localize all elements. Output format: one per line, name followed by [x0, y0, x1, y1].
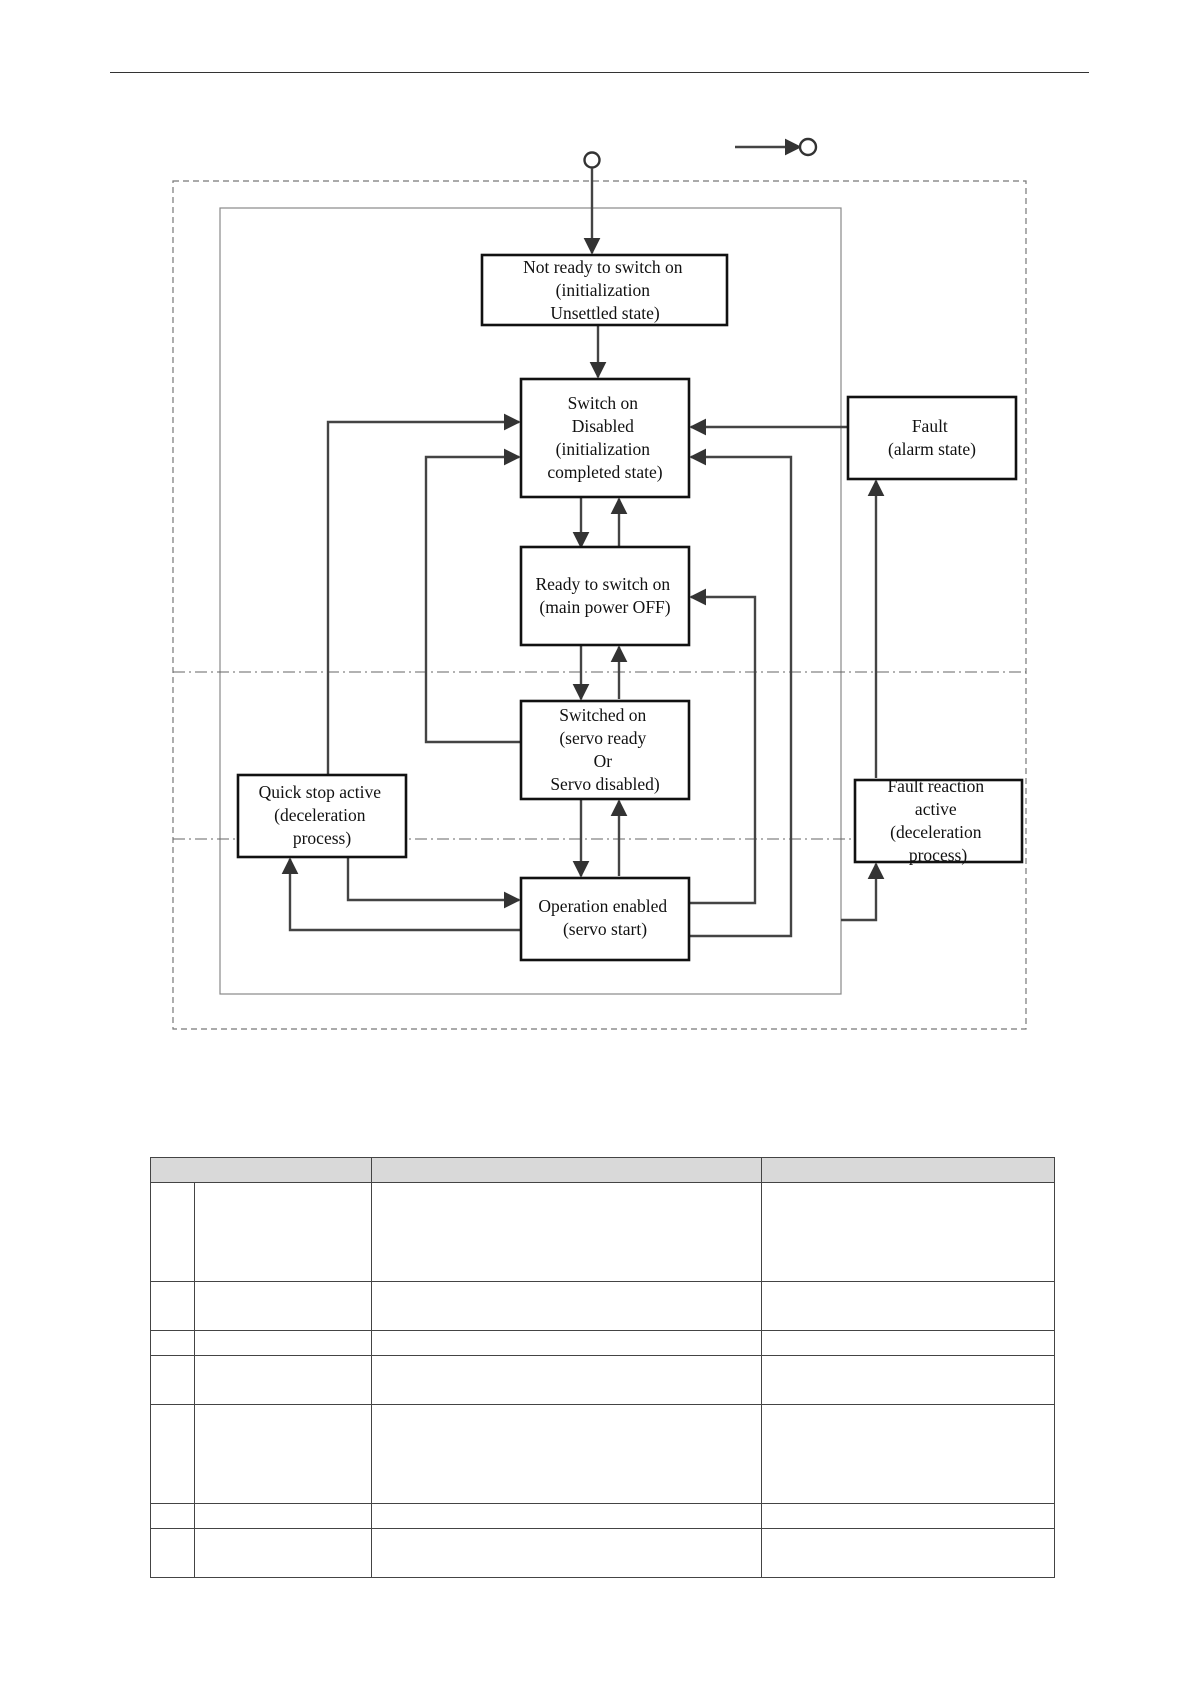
state-quick-stop-box — [236, 773, 408, 859]
table-cell — [761, 1330, 1055, 1356]
header-rule — [110, 72, 1089, 73]
table-cell — [371, 1281, 762, 1331]
table-cell — [371, 1182, 762, 1282]
transition-quick-stop-to-enabled — [346, 857, 521, 909]
table-cell — [194, 1503, 372, 1529]
table-cell — [761, 1503, 1055, 1529]
table-cell — [371, 1404, 762, 1504]
table-cell — [371, 1330, 762, 1356]
state-ready-to-switch-on-label: Ready to switch on (main power OFF) — [535, 574, 674, 617]
state-switched-on-box — [519, 699, 691, 801]
legend-circle-icon — [798, 137, 818, 157]
table-cell — [761, 1281, 1055, 1331]
table-cell — [371, 1355, 762, 1405]
state-not-ready-label: Not ready to switch on (initialization U… — [523, 257, 687, 323]
table-cell — [371, 1528, 762, 1578]
transition-to-fault-reaction — [841, 862, 885, 922]
transition-quick-stop-to-disabled — [326, 413, 521, 775]
table-cell — [761, 1355, 1055, 1405]
table-header-cell — [371, 1157, 762, 1183]
state-ready-to-switch-on-box — [519, 545, 691, 647]
table-cell — [371, 1503, 762, 1529]
start-point-icon — [583, 151, 601, 169]
table-row — [150, 1281, 1055, 1331]
state-switched-on-label: Switched on (servo ready Or Servo disabl… — [550, 705, 660, 794]
table-cell — [150, 1182, 195, 1282]
table-cell — [194, 1281, 372, 1331]
inner-region — [219, 207, 842, 995]
state-fault-label: Fault (alarm state) — [888, 416, 976, 459]
state-fault-box — [846, 395, 1018, 481]
table-row — [150, 1355, 1055, 1405]
table-cell — [150, 1281, 195, 1331]
table-cell — [150, 1503, 195, 1529]
table-cell — [194, 1528, 372, 1578]
state-not-ready-box — [480, 253, 729, 327]
table-row — [150, 1404, 1055, 1504]
table-cell — [150, 1404, 195, 1504]
transition-enabled-to-quick-stop — [281, 857, 521, 932]
table-row — [150, 1182, 1055, 1282]
table-cell — [194, 1182, 372, 1282]
state-switch-on-disabled-label: Switch on Disabled (initialization compl… — [547, 393, 662, 482]
transition-enabled-to-disabled — [689, 448, 793, 938]
table-header-cell — [150, 1157, 372, 1183]
table-cell — [150, 1355, 195, 1405]
table-header-cell — [761, 1157, 1055, 1183]
table-cell — [150, 1528, 195, 1578]
table-cell — [194, 1330, 372, 1356]
transition-enabled-to-ready — [689, 588, 757, 905]
table-cell — [150, 1330, 195, 1356]
table-cell — [194, 1404, 372, 1504]
state-fault-reaction-box — [853, 778, 1024, 864]
table-header-row — [150, 1157, 1055, 1183]
transition-switched-on-to-disabled — [424, 448, 521, 744]
status-table — [150, 1157, 1055, 1578]
table-cell — [761, 1528, 1055, 1578]
state-operation-enabled-box — [519, 876, 691, 962]
table-row — [150, 1330, 1055, 1356]
table-row — [150, 1528, 1055, 1578]
table-row — [150, 1503, 1055, 1529]
state-fault-reaction-label: Fault reaction active (deceleration proc… — [887, 776, 988, 865]
state-operation-enabled-label: Operation enabled (servo start) — [538, 896, 671, 939]
table-cell — [761, 1404, 1055, 1504]
table-cell — [194, 1355, 372, 1405]
state-switch-on-disabled-box — [519, 377, 691, 499]
table-cell — [761, 1182, 1055, 1282]
state-quick-stop-label: Quick stop active (deceleration process) — [259, 782, 386, 848]
